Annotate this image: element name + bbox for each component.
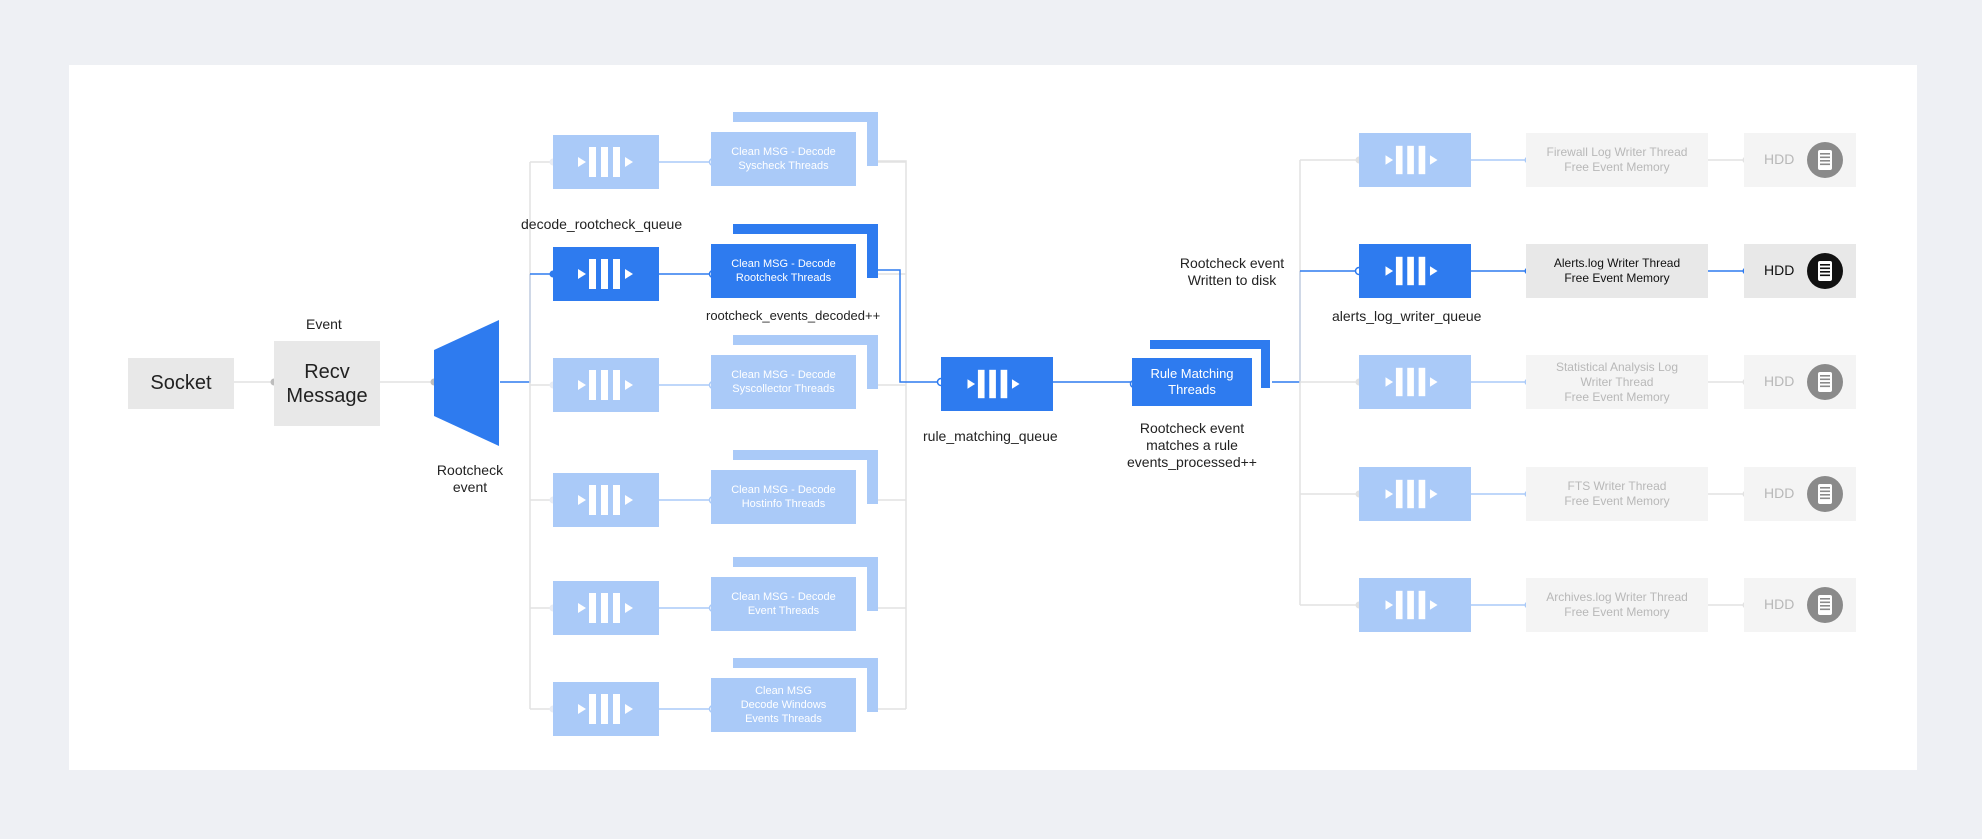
hdd-icon bbox=[1807, 142, 1843, 178]
writer-thread-box: Firewall Log Writer Thread Free Event Me… bbox=[1526, 133, 1708, 187]
decode-queue bbox=[553, 358, 659, 412]
queue-icon bbox=[1385, 256, 1438, 286]
recv-message-node: Recv Message bbox=[274, 341, 380, 426]
decoder-thread-stack: Clean MSG - Decode Event Threads bbox=[711, 557, 878, 634]
decode-queue bbox=[553, 135, 659, 189]
queue-icon bbox=[578, 694, 633, 724]
decoder-thread-label: Clean MSG - Decode Hostinfo Threads bbox=[711, 470, 856, 524]
rootcheck-event-label: Rootcheck event bbox=[436, 462, 504, 495]
hdd-label: HDD bbox=[1764, 485, 1795, 501]
writer-queue bbox=[1359, 133, 1471, 187]
demux-shape bbox=[434, 320, 499, 446]
queue-icon bbox=[578, 370, 633, 400]
hdd-node: HDD bbox=[1744, 467, 1856, 521]
decoder-thread-stack: Clean MSG - Decode Syscollector Threads bbox=[711, 335, 878, 412]
decoder-thread-label: Clean MSG Decode Windows Events Threads bbox=[711, 678, 856, 732]
hdd-node: HDD bbox=[1744, 133, 1856, 187]
writer-queue bbox=[1359, 244, 1471, 298]
decoder-thread-stack: Clean MSG - Decode Rootcheck Threads bbox=[711, 224, 878, 301]
socket-label: Socket bbox=[150, 372, 212, 394]
decoder-thread-label: Clean MSG - Decode Event Threads bbox=[711, 577, 856, 631]
writer-thread-box: Archives.log Writer Thread Free Event Me… bbox=[1526, 578, 1708, 632]
decoder-thread-stack: Clean MSG - Decode Hostinfo Threads bbox=[711, 450, 878, 527]
queue-icon bbox=[967, 369, 1020, 399]
queue-icon bbox=[578, 259, 633, 289]
hdd-node: HDD bbox=[1744, 578, 1856, 632]
decoder-thread-stack: Clean MSG - Decode Syscheck Threads bbox=[711, 112, 878, 189]
queue-icon bbox=[1385, 145, 1438, 175]
decode-queue bbox=[553, 473, 659, 527]
hdd-label: HDD bbox=[1764, 373, 1795, 389]
queue-icon bbox=[1385, 367, 1438, 397]
hdd-label: HDD bbox=[1764, 262, 1795, 278]
writer-queue bbox=[1359, 467, 1471, 521]
writer-thread-box: Alerts.log Writer Thread Free Event Memo… bbox=[1526, 244, 1708, 298]
hdd-icon bbox=[1807, 587, 1843, 623]
decode-queue bbox=[553, 581, 659, 635]
decode-queue-label: decode_rootcheck_queue bbox=[521, 216, 683, 232]
rule-queue-label: rule_matching_queue bbox=[923, 428, 1058, 444]
queue-icon bbox=[578, 485, 633, 515]
decode-queue bbox=[553, 682, 659, 736]
hdd-node: HDD bbox=[1744, 355, 1856, 409]
writer-queue bbox=[1359, 578, 1471, 632]
hdd-icon bbox=[1807, 253, 1843, 289]
hdd-icon bbox=[1807, 364, 1843, 400]
decoder-thread-label: Clean MSG - Decode Syscollector Threads bbox=[711, 355, 856, 409]
writer-queue bbox=[1359, 355, 1471, 409]
decoded-counter-label: rootcheck_events_decoded++ bbox=[706, 308, 881, 323]
rule-threads-label: Rule Matching Threads bbox=[1132, 358, 1252, 406]
rule-matching-queue bbox=[941, 357, 1053, 411]
hdd-label: HDD bbox=[1764, 596, 1795, 612]
decoder-thread-label: Clean MSG - Decode Rootcheck Threads bbox=[711, 244, 856, 298]
rule-note-label: Rootcheck event matches a rule events_pr… bbox=[1127, 420, 1257, 470]
decoder-thread-stack: Clean MSG Decode Windows Events Threads bbox=[711, 658, 878, 735]
event-label: Event bbox=[306, 316, 342, 332]
decoder-thread-label: Clean MSG - Decode Syscheck Threads bbox=[711, 132, 856, 186]
queue-icon bbox=[578, 147, 633, 177]
queue-icon bbox=[578, 593, 633, 623]
written-note-label: Rootcheck event Written to disk bbox=[1179, 255, 1285, 288]
rule-matching-threads: Rule Matching Threads bbox=[1132, 340, 1272, 410]
queue-icon bbox=[1385, 479, 1438, 509]
decode-queue bbox=[553, 247, 659, 301]
hdd-label: HDD bbox=[1764, 151, 1795, 167]
hdd-icon bbox=[1807, 476, 1843, 512]
socket-node: Socket bbox=[128, 358, 234, 409]
alerts-queue-label: alerts_log_writer_queue bbox=[1332, 308, 1482, 324]
writer-thread-box: Statistical Analysis Log Writer Thread F… bbox=[1526, 355, 1708, 409]
hdd-node: HDD bbox=[1744, 244, 1856, 298]
queue-icon bbox=[1385, 590, 1438, 620]
writer-thread-box: FTS Writer Thread Free Event Memory bbox=[1526, 467, 1708, 521]
